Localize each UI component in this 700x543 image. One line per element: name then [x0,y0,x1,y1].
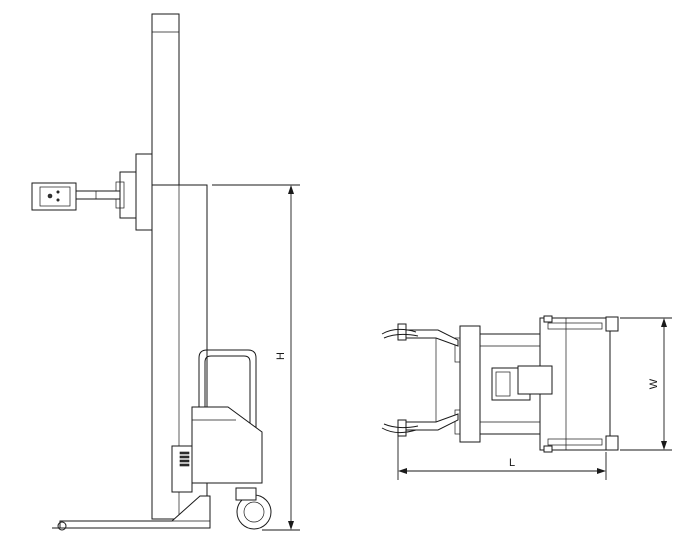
handle-outer [198,349,257,480]
chassis-lug-bottom [543,445,553,453]
motor-detail [495,371,511,397]
gripper-face [39,186,71,207]
gripper-bolt-3 [56,198,60,202]
top-view: W L [381,315,672,480]
width-label: W [648,378,660,389]
length-arrow-right [597,468,606,474]
carriage-plate [135,153,153,231]
gripper-arm-top [399,329,459,347]
controller-box [517,365,553,395]
wheel-fork [235,487,257,501]
width-arrow-bottom [661,441,667,450]
gripper-fingers-top [381,328,419,339]
height-label: H [275,352,287,360]
chassis-lug-top [543,315,553,323]
front-caster [57,521,67,531]
gripper-bolt-2 [56,190,60,194]
chassis-bar-top [547,322,603,330]
drive-housing [191,406,263,484]
top-wheel-bottom [605,435,619,451]
gripper-jaw-top [397,323,407,341]
vent-slots [179,451,190,467]
length-label: L [509,457,515,469]
handle-inner [204,355,251,480]
height-arrow-top [288,185,294,194]
carriage-clamp-top [454,337,461,363]
arm [75,190,121,200]
length-arrow-left [398,468,407,474]
carriage-block [119,171,137,219]
carriage-clamp-bottom [454,409,461,435]
top-wheel-top [605,316,619,332]
side-view: H [31,13,300,531]
gripper-bolt [47,193,53,199]
width-arrow-top [661,318,667,327]
chassis [539,317,611,451]
height-arrow-bottom [288,521,294,530]
top-carriage-plate [459,325,481,443]
rear-wheel-hub [243,501,265,523]
gripper-head [31,182,77,211]
chassis-bar-bottom [547,438,603,446]
gripper-fingers-bottom [381,423,419,434]
